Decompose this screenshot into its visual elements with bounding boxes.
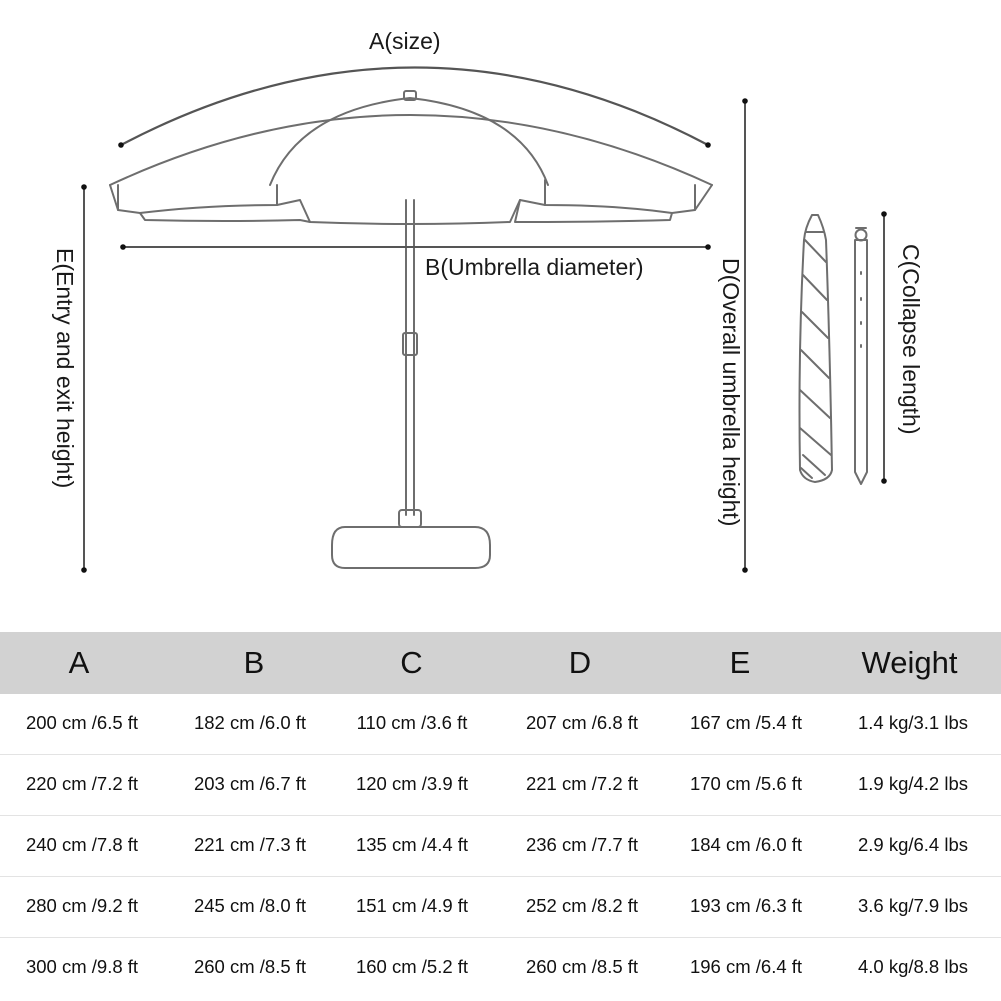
cell-a: 200 cm /6.5 ft xyxy=(25,712,139,733)
umbrella-diagram: A(size) B(Umbrella diameter) E(Entry and… xyxy=(52,28,924,573)
canopy-top-cap xyxy=(403,90,417,101)
header-e: E xyxy=(729,645,751,680)
cell-a: 220 cm /7.2 ft xyxy=(25,773,139,794)
cell-a: 240 cm /7.8 ft xyxy=(25,834,139,855)
cell-e: 170 cm /5.6 ft xyxy=(689,773,803,794)
cell-c: 120 cm /3.9 ft xyxy=(355,773,469,794)
cell-c: 135 cm /4.4 ft xyxy=(355,834,469,855)
cell-e: 196 cm /6.4 ft xyxy=(689,956,803,977)
cell-weight: 4.0 kg/8.8 lbs xyxy=(857,956,969,977)
dimension-d-label: D(Overall umbrella height) xyxy=(718,258,744,527)
table-row: 220 cm /7.2 ft 203 cm /6.7 ft 120 cm /3.… xyxy=(0,755,1001,816)
collapsed-umbrella xyxy=(798,214,833,483)
umbrella-drawing xyxy=(81,66,887,573)
table-row: 280 cm /9.2 ft 245 cm /8.0 ft 151 cm /4.… xyxy=(0,877,1001,938)
cell-b: 203 cm /6.7 ft xyxy=(193,773,307,794)
dimension-e-label: E(Entry and exit height) xyxy=(52,248,78,489)
base-connector xyxy=(398,509,422,528)
table-row: 300 cm /9.8 ft 260 cm /8.5 ft 160 cm /5.… xyxy=(0,938,1001,999)
cell-c: 110 cm /3.6 ft xyxy=(356,712,468,733)
cell-weight: 2.9 kg/6.4 lbs xyxy=(857,834,969,855)
cell-weight: 1.9 kg/4.2 lbs xyxy=(857,773,969,794)
cell-e: 184 cm /6.0 ft xyxy=(689,834,803,855)
pole-joint xyxy=(402,332,418,356)
cell-d: 252 cm /8.2 ft xyxy=(525,895,639,916)
canopy-outline xyxy=(109,114,713,186)
header-d: D xyxy=(568,645,592,680)
cell-c: 160 cm /5.2 ft xyxy=(355,956,469,977)
cell-e: 193 cm /6.3 ft xyxy=(689,895,803,916)
header-weight: Weight xyxy=(861,645,958,680)
cell-weight: 1.4 kg/3.1 lbs xyxy=(857,712,969,733)
collapsed-pole xyxy=(854,239,868,485)
cell-d: 207 cm /6.8 ft xyxy=(525,712,639,733)
dimension-a-arc xyxy=(119,66,710,147)
cell-b: 245 cm /8.0 ft xyxy=(193,895,307,916)
cell-weight: 3.6 kg/7.9 lbs xyxy=(857,895,969,916)
dimension-b-label: B(Umbrella diameter) xyxy=(425,254,644,280)
cell-b: 260 cm /8.5 ft xyxy=(193,956,307,977)
cell-b: 182 cm /6.0 ft xyxy=(193,712,307,733)
cell-a: 300 cm /9.8 ft xyxy=(25,956,139,977)
cell-d: 236 cm /7.7 ft xyxy=(525,834,639,855)
table-header: A B C D E Weight xyxy=(0,632,1001,694)
dimension-c-label: C(Collapse length) xyxy=(898,244,924,435)
cell-a: 280 cm /9.2 ft xyxy=(25,895,139,916)
header-b: B xyxy=(243,645,265,680)
header-c: C xyxy=(400,645,423,680)
dimension-a-label: A(size) xyxy=(369,28,441,54)
cell-c: 151 cm /4.9 ft xyxy=(355,895,469,916)
cell-b: 221 cm /7.3 ft xyxy=(193,834,307,855)
umbrella-base xyxy=(331,526,491,569)
canopy-inner-rib xyxy=(269,97,549,186)
umbrella-pole xyxy=(405,199,415,516)
cell-e: 167 cm /5.4 ft xyxy=(689,712,803,733)
canopy-scallops xyxy=(109,184,713,225)
cell-d: 260 cm /8.5 ft xyxy=(525,956,639,977)
header-a: A xyxy=(68,645,90,680)
cell-d: 221 cm /7.2 ft xyxy=(525,773,639,794)
spec-table: A B C D E Weight 200 cm /6.5 ft 182 cm /… xyxy=(0,632,1001,1001)
table-row: 240 cm /7.8 ft 221 cm /7.3 ft 135 cm /4.… xyxy=(0,816,1001,877)
table-row: 200 cm /6.5 ft 182 cm /6.0 ft 110 cm /3.… xyxy=(0,694,1001,755)
